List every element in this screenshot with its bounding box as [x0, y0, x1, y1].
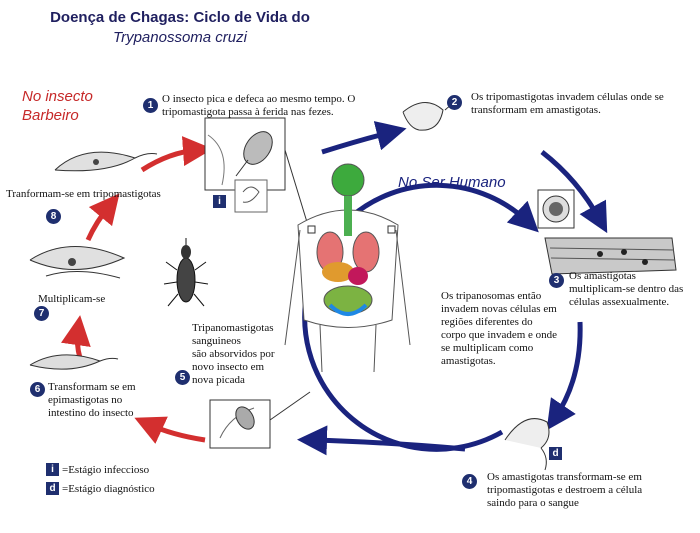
dissemination-line: invadem novas células em [441, 303, 557, 315]
human-region-label: No Ser Humano [398, 174, 506, 191]
step-3-line: células assexualmente. [569, 296, 670, 308]
arrow-step8-to-step1 [140, 136, 213, 173]
arrow-step2-to-step3 [540, 150, 608, 234]
step-5-line: sanguineos [192, 335, 241, 347]
step-5-line: novo insecto em [192, 361, 265, 373]
step-7-text: Multiplicam-se [38, 293, 106, 305]
step-1-text: O insecto pica e defeca ao mesmo tempo. … [162, 93, 382, 119]
step-6-line: intestino do insecto [48, 407, 134, 419]
dissemination-line: se multiplicam como [441, 342, 534, 354]
epimastigote-step6 [29, 354, 119, 370]
insect-region-label: No insecto Barbeiro [22, 87, 93, 125]
step-6-line: epimastigotas no [48, 394, 123, 406]
multiplying-epimastigotes [29, 246, 126, 279]
title-line-2: Trypanossoma cruzi [113, 29, 247, 46]
step-6-text: Transformam se em epimastigotas no intes… [48, 381, 168, 420]
diagram-title: Doença de Chagas: Ciclo de Vida do Trypa… [20, 8, 340, 48]
legend-diagnostic-symbol: d [46, 482, 59, 495]
step-4-line: Os amastigotas transformam-se em [487, 471, 642, 483]
metacyclic-trypomastigote [54, 151, 158, 172]
dissemination-line: corpo que invadem e onde [441, 329, 558, 341]
step-1-badge: 1 [143, 98, 158, 113]
step-5-badge: 5 [175, 370, 190, 385]
legend-infective-symbol: i [46, 463, 59, 476]
step-4-text: Os amastigotas transformam-se em tripoma… [487, 471, 687, 510]
legend-diagnostic-label: =Estágio diagnóstico [62, 483, 155, 495]
step-4-badge: 4 [462, 474, 477, 489]
bite-inset-step1 [204, 117, 311, 233]
step-6-badge: 6 [30, 382, 45, 397]
step-2-badge: 2 [447, 95, 462, 110]
step-6-line: Transformam se em [48, 381, 136, 393]
step-5-line: nova picada [192, 374, 245, 386]
insect-region-line-2: Barbeiro [22, 107, 79, 124]
dissemination-note: Os tripanosomas então invadem novas célu… [441, 290, 571, 368]
step-4-line: saindo para o sangue [487, 497, 579, 509]
step-2-line: transformam em amastigotas. [471, 104, 601, 116]
step-8-badge: 8 [46, 209, 61, 224]
arrow-step1-to-step2 [321, 121, 407, 155]
dissemination-line: regiões diferentes do [441, 316, 533, 328]
arrow-step7-to-step8 [85, 193, 120, 242]
step-3-line: multiplicam-se dentro das [569, 283, 684, 295]
step-5-line: são absorvidos por [192, 348, 275, 360]
step-4-line: tripomastigotas e destroem a célula [487, 484, 643, 496]
step-7-badge: 7 [34, 306, 49, 321]
triatomine-bug-drawing [163, 238, 209, 307]
human-body-figure [284, 163, 411, 373]
step-3-line: Os amastigotas [569, 270, 636, 282]
insect-region-line-1: No insecto [22, 88, 93, 105]
step-3-badge: 3 [549, 273, 564, 288]
arrow-step5-to-step6 [134, 416, 206, 444]
infected-tissue [537, 189, 677, 275]
bite-inset-step5 [209, 391, 311, 449]
step-5-line: Tripanomastigotas [192, 322, 274, 334]
step-3-text: Os amastigotas multiplicam-se dentro das… [569, 270, 699, 309]
dissemination-line: amastigotas. [441, 355, 496, 367]
step-1-line: tripomastigota passa à ferida nas fezes. [162, 106, 334, 118]
legend-infective-label: =Estágio infeccioso [62, 464, 150, 476]
step-2-line: Os tripomastigotas invadem células onde … [471, 91, 664, 103]
dissemination-line: Os tripanosomas então [441, 290, 542, 302]
step-5-text: Tripanomastigotas sanguineos são absorvi… [192, 322, 302, 387]
step-8-text: Tranformam-se em tripomastigotas [6, 188, 161, 200]
arrow-step6-to-step7 [61, 315, 91, 359]
arrow-step3-to-step4 [546, 321, 583, 431]
step-2-text: Os tripomastigotas invadem células onde … [471, 91, 691, 117]
title-line-1: Doença de Chagas: Ciclo de Vida do [50, 9, 310, 26]
trypomastigote-blood [504, 418, 550, 471]
diagnostic-stage-marker: d [549, 447, 562, 460]
infective-stage-marker: i [213, 195, 226, 208]
step-1-line: O insecto pica e defeca ao mesmo tempo. … [162, 93, 356, 105]
